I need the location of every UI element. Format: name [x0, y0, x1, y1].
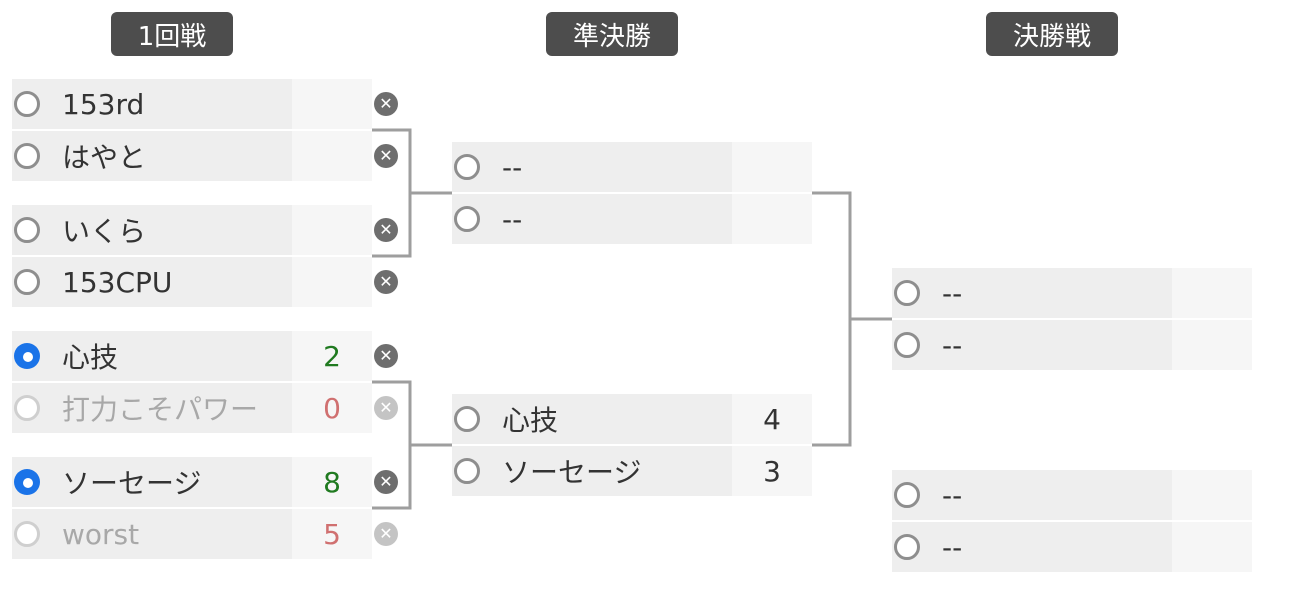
winner-radio[interactable] [894, 482, 920, 508]
round-title-final: 決勝戦 [986, 12, 1118, 56]
player-name: -- [942, 530, 963, 564]
score-cell[interactable]: 4 [732, 394, 812, 444]
player-name: worst [62, 517, 140, 551]
score-value: 0 [323, 391, 341, 425]
winner-radio[interactable] [894, 280, 920, 306]
score-cell[interactable]: 8 [292, 457, 372, 507]
score-cell[interactable] [292, 79, 372, 129]
player-name: -- [502, 150, 523, 184]
remove-entry-icon[interactable]: ✕ [374, 270, 398, 294]
entry-name-cell[interactable]: いくら [12, 205, 292, 255]
remove-entry-icon[interactable]: ✕ [374, 344, 398, 368]
score-cell[interactable]: 2 [292, 331, 372, 381]
entry-name-cell[interactable]: -- [452, 142, 732, 192]
score-cell[interactable]: 5 [292, 509, 372, 559]
score-cell[interactable]: 3 [732, 446, 812, 496]
player-name: -- [942, 328, 963, 362]
match-entry-winner: ソーセージ 8 [12, 457, 372, 507]
match-entry-winner: 心技 2 [12, 331, 372, 381]
player-name: -- [502, 202, 523, 236]
score-value: 5 [323, 517, 341, 551]
entry-name-cell[interactable]: -- [892, 470, 1172, 520]
winner-radio[interactable] [454, 206, 480, 232]
entry-name-cell[interactable]: -- [892, 320, 1172, 370]
winner-radio-selected[interactable] [14, 469, 40, 495]
player-name: 153rd [62, 87, 145, 121]
winner-radio-selected[interactable] [14, 343, 40, 369]
score-cell[interactable] [732, 142, 812, 192]
score-cell[interactable] [732, 194, 812, 244]
entry-name-cell[interactable]: ソーセージ [12, 457, 292, 507]
entry-name-cell[interactable]: -- [892, 522, 1172, 572]
player-name: ソーセージ [502, 456, 642, 489]
player-name: 心技 [502, 404, 559, 437]
winner-radio[interactable] [14, 217, 40, 243]
match-entry: 153CPU [12, 257, 372, 307]
winner-radio[interactable] [14, 269, 40, 295]
score-cell[interactable] [292, 257, 372, 307]
score-value: 3 [763, 454, 781, 488]
remove-entry-icon[interactable]: ✕ [374, 92, 398, 116]
match-entry: -- [892, 320, 1252, 370]
player-name: 打力こそパワー [62, 393, 259, 426]
match-entry-loser: 打力こそパワー 0 [12, 383, 372, 433]
remove-entry-icon[interactable]: ✕ [374, 396, 398, 420]
winner-radio[interactable] [894, 534, 920, 560]
match-entry: 心技 4 [452, 394, 812, 444]
score-value: 4 [763, 402, 781, 436]
entry-name-cell[interactable]: ソーセージ [452, 446, 732, 496]
score-cell[interactable] [292, 205, 372, 255]
entry-name-cell[interactable]: 心技 [452, 394, 732, 444]
match-entry: -- [892, 522, 1252, 572]
player-name: 心技 [62, 341, 119, 374]
score-cell[interactable] [1172, 320, 1252, 370]
player-name: はやと [62, 141, 147, 174]
match-entry: -- [892, 470, 1252, 520]
score-value: 2 [323, 339, 341, 373]
player-name: -- [942, 478, 963, 512]
winner-radio[interactable] [14, 395, 40, 421]
bracket-line-semifinal [812, 191, 852, 447]
winner-radio[interactable] [14, 91, 40, 117]
remove-entry-icon[interactable]: ✕ [374, 144, 398, 168]
entry-name-cell[interactable]: はやと [12, 131, 292, 181]
score-cell[interactable] [292, 131, 372, 181]
remove-entry-icon[interactable]: ✕ [374, 218, 398, 242]
player-name: 153CPU [62, 265, 173, 299]
player-name: いくら [62, 215, 147, 248]
score-value: 8 [323, 465, 341, 499]
winner-radio[interactable] [454, 458, 480, 484]
entry-name-cell[interactable]: -- [452, 194, 732, 244]
entry-name-cell[interactable]: 心技 [12, 331, 292, 381]
winner-radio[interactable] [454, 154, 480, 180]
match-entry: はやと [12, 131, 372, 181]
entry-name-cell[interactable]: worst [12, 509, 292, 559]
player-name: ソーセージ [62, 467, 202, 500]
match-entry: いくら [12, 205, 372, 255]
round-title-1: 1回戦 [111, 12, 233, 56]
winner-radio[interactable] [894, 332, 920, 358]
player-name: -- [942, 276, 963, 310]
winner-radio[interactable] [454, 406, 480, 432]
entry-name-cell[interactable]: 153rd [12, 79, 292, 129]
winner-radio[interactable] [14, 521, 40, 547]
match-entry-loser: worst 5 [12, 509, 372, 559]
match-entry: 153rd [12, 79, 372, 129]
match-entry: -- [452, 194, 812, 244]
round-title-semifinal: 準決勝 [546, 12, 678, 56]
entry-name-cell[interactable]: 打力こそパワー [12, 383, 292, 433]
score-cell[interactable] [1172, 268, 1252, 318]
match-entry: -- [892, 268, 1252, 318]
score-cell[interactable]: 0 [292, 383, 372, 433]
score-cell[interactable] [1172, 522, 1252, 572]
entry-name-cell[interactable]: 153CPU [12, 257, 292, 307]
match-entry: -- [452, 142, 812, 192]
score-cell[interactable] [1172, 470, 1252, 520]
entry-name-cell[interactable]: -- [892, 268, 1172, 318]
remove-entry-icon[interactable]: ✕ [374, 522, 398, 546]
remove-entry-icon[interactable]: ✕ [374, 470, 398, 494]
match-entry: ソーセージ 3 [452, 446, 812, 496]
winner-radio[interactable] [14, 143, 40, 169]
